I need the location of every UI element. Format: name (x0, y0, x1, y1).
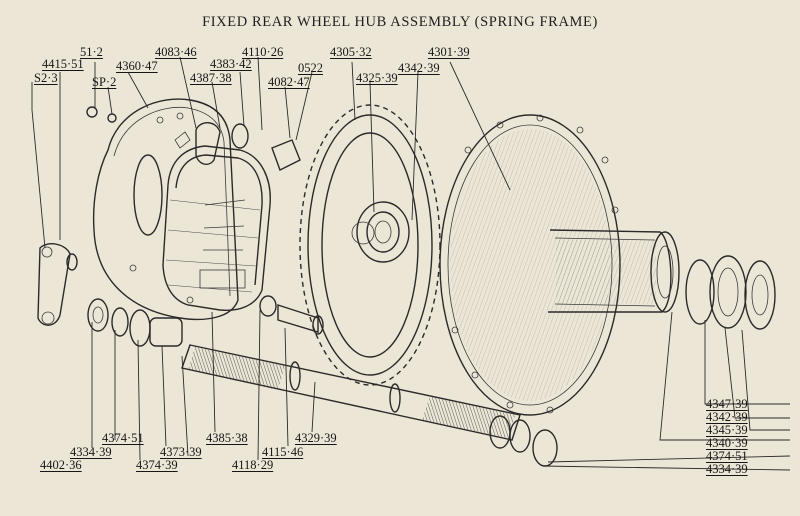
label-4385-38: 4385·38 (206, 431, 248, 445)
label-4342-39-right: 4342·39 (706, 410, 748, 424)
label-4334-39-left: 4334·39 (70, 445, 112, 459)
label-4402-36: 4402·36 (40, 458, 82, 472)
right-bearing-stack (685, 255, 776, 330)
label-4360-47: 4360·47 (116, 59, 158, 73)
brake-shoes (162, 145, 271, 312)
label-4110-26: 4110·26 (242, 45, 284, 59)
label-4374-39: 4374·39 (136, 458, 178, 472)
label-4415-51: 4415·51 (42, 57, 84, 71)
label-4374-51-left: 4374·51 (102, 431, 144, 445)
label-4301-39: 4301·39 (428, 45, 470, 59)
label-4347-39: 4347·39 (706, 397, 748, 411)
label-4374-51-right: 4374·51 (706, 449, 748, 463)
label-4118-29: 4118·29 (232, 458, 274, 472)
label-0522: 0522 (298, 61, 323, 75)
label-4334-39-right: 4334·39 (706, 462, 748, 476)
label-s2-3: S2·3 (34, 71, 58, 85)
label-51-2: 51·2 (80, 45, 103, 59)
label-4383-42: 4383·42 (210, 57, 252, 71)
label-4325-39: 4325·39 (356, 71, 398, 85)
left-small-parts (37, 106, 324, 347)
label-4329-39: 4329·39 (295, 431, 337, 445)
label-4342-39-top: 4342·39 (398, 61, 440, 75)
brake-anchor-plate (92, 98, 239, 321)
label-4345-39: 4345·39 (706, 423, 748, 437)
label-4340-39: 4340·39 (706, 436, 748, 450)
label-4115-46: 4115·46 (262, 445, 304, 459)
label-4083-46: 4083·46 (155, 45, 197, 59)
diagram-title: FIXED REAR WHEEL HUB ASSEMBLY (SPRING FR… (202, 14, 598, 30)
leader-lines (31, 56, 791, 471)
label-4305-32: 4305·32 (330, 45, 372, 59)
label-sp-2: SP·2 (92, 75, 117, 89)
label-4373-39: 4373·39 (160, 445, 202, 459)
rear-sprocket (299, 104, 441, 386)
label-4082-47: 4082·47 (268, 75, 310, 89)
hub-shell (439, 114, 680, 416)
label-4387-38: 4387·38 (190, 71, 232, 85)
